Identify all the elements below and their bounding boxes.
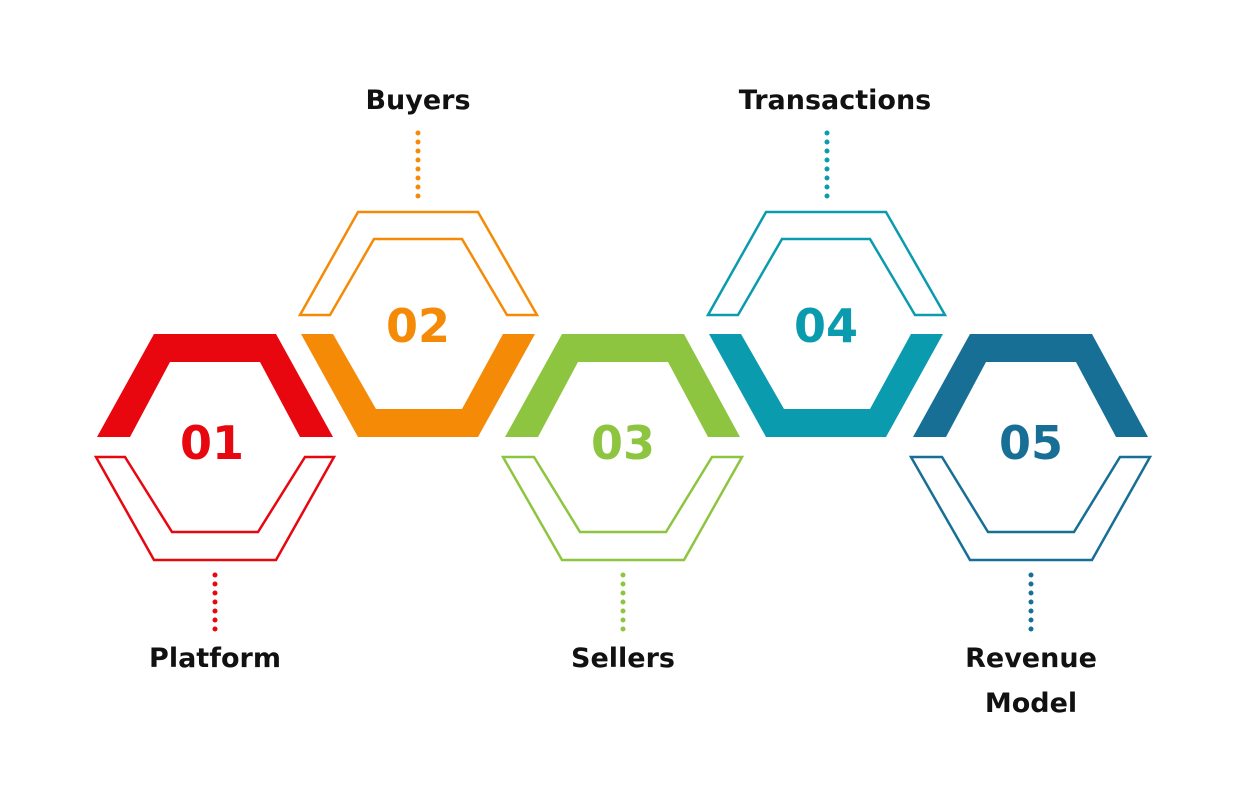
step-number-04: 04 [794,299,858,353]
label-revenue-line1: Revenue [965,643,1097,674]
hexagon-04-top-outline [705,210,948,317]
hexagon-01-top-band [97,334,333,437]
step-number-05: 05 [999,416,1063,470]
label-transactions: Transactions [738,85,932,116]
hexagon-02: 02 [297,130,540,437]
label-revenue-model: Revenue Model [965,636,1097,726]
step-number-02: 02 [386,299,450,353]
label-sellers: Sellers [571,643,675,674]
label-buyers: Buyers [365,85,471,116]
hexagon-05: 05 [908,334,1153,633]
hexagon-04: 04 [705,130,948,437]
step-number-03: 03 [591,416,655,470]
hexagon-01-bottom-outline [93,455,337,562]
hexagon-03-bottom-outline [500,455,745,562]
hexagon-02-bottom-band [301,334,535,437]
hexagon-03: 03 [500,334,745,633]
hexagon-02-top-outline [297,210,540,317]
label-platform: Platform [149,643,281,674]
step-number-01: 01 [180,416,244,470]
hexagon-05-bottom-outline [908,455,1153,562]
hexagon-04-bottom-band [709,334,943,437]
hexagon-01: 01 [93,334,337,633]
label-revenue-line2: Model [984,688,1078,719]
hexagon-03-top-band [505,334,740,437]
hexagon-05-top-band [913,334,1148,437]
